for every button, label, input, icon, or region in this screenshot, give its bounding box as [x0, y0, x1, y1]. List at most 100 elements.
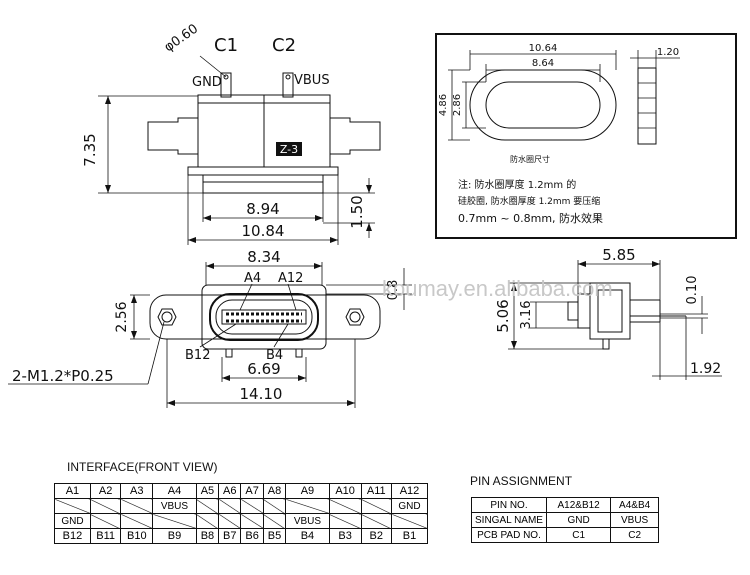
seal-thickness [637, 67, 657, 145]
cell: B11 [89, 528, 122, 544]
dim-2-86: 2.86 [452, 94, 463, 116]
seal-ring-panel: 10.64 8.64 4.86 2.86 1.20 防水圈尺寸 注: 防水圈厚度… [435, 33, 737, 239]
cell: A1 [54, 483, 91, 499]
logo-mark [276, 142, 302, 156]
dim-0-8: 0.8 [386, 280, 401, 301]
cell: SINGAL NAME [471, 512, 547, 528]
dim-1-92: 1.92 [690, 361, 721, 377]
front-view: A4 A12 B12 B4 8.34 0.8 2.56 6.69 [8, 248, 412, 408]
pin-assignment-title: PIN ASSIGNMENT [470, 474, 573, 488]
cell: B3 [328, 528, 362, 544]
seal-outer [469, 69, 617, 141]
cell: B7 [218, 528, 242, 544]
c2-label: C2 [272, 35, 296, 56]
dim-1-20: 1.20 [657, 47, 679, 58]
cell: A12&B12 [545, 497, 612, 513]
receptacle-inner [215, 299, 313, 335]
diameter-label: φ0.60 [162, 21, 201, 55]
seal-note-3: 0.7mm ~ 0.8mm, 防水效果 [458, 211, 603, 225]
gnd-pin [220, 72, 232, 98]
cell: A5 [195, 483, 220, 499]
a4-label: A4 [244, 271, 261, 286]
dim-2-56: 2.56 [114, 301, 130, 332]
dim-5-85: 5.85 [602, 246, 635, 264]
interface-row-mid-top: VBUS GND [54, 498, 428, 514]
cell: A9 [285, 483, 330, 499]
seal-panel-frame [435, 33, 737, 239]
cell: VBUS [152, 498, 197, 514]
c1-label: C1 [214, 35, 238, 56]
cell [120, 513, 154, 529]
dim-14-10: 14.10 [240, 385, 283, 403]
cell: C1 [545, 527, 612, 543]
dim-7-35: 7.35 [81, 133, 99, 166]
b4-label: B4 [266, 348, 283, 363]
cell: B2 [360, 528, 393, 544]
cell [262, 513, 287, 529]
interface-title: INTERFACE(FRONT VIEW) [67, 460, 218, 474]
side-view: 5.85 0.10 5.06 3.16 1.92 [494, 246, 722, 380]
cell [89, 513, 122, 529]
pin-assignment-table: PIN NO. A12&B12 A4&B4 SINGAL NAME GND VB… [471, 497, 659, 543]
cell: B4 [285, 528, 330, 544]
receptacle-outer [209, 293, 319, 341]
cell: PCB PAD NO. [471, 527, 547, 543]
cell [218, 498, 242, 514]
cell [360, 498, 393, 514]
cell: B1 [391, 528, 428, 544]
cell [240, 513, 264, 529]
vbus-label: VBUS [294, 73, 330, 88]
cell: B5 [262, 528, 287, 544]
right-screw-icon [345, 308, 365, 326]
cell: A2 [89, 483, 122, 499]
cell [240, 498, 264, 514]
cell [360, 513, 393, 529]
cell: GND [545, 512, 612, 528]
cell [54, 498, 91, 514]
a12-label: A12 [278, 271, 303, 286]
front-body [201, 284, 327, 350]
b12-label: B12 [185, 348, 210, 363]
cell [152, 513, 197, 529]
cell: A4 [152, 483, 197, 499]
logo-text: Z-3 [280, 143, 298, 156]
cell: B12 [54, 528, 91, 544]
cell: B9 [152, 528, 197, 544]
dim-8-94: 8.94 [246, 200, 279, 218]
interface-row-b: B12 B11 B10 B9 B8 B7 B6 B5 B4 B3 B2 B1 [54, 528, 428, 544]
left-ear [147, 117, 199, 155]
cell [328, 498, 362, 514]
cell [195, 498, 220, 514]
cell: PIN NO. [471, 497, 547, 513]
interface-row-a: A1 A2 A3 A4 A5 A6 A7 A8 A9 A10 A11 A12 [54, 483, 428, 499]
dim-5-06: 5.06 [494, 299, 512, 332]
cell: GND [54, 513, 91, 529]
interface-table: A1 A2 A3 A4 A5 A6 A7 A8 A9 A10 A11 A12 V… [54, 483, 428, 544]
right-ear [329, 117, 381, 155]
seal-note-1: 注: 防水圈厚度 1.2mm 的 [458, 178, 576, 191]
cell [120, 498, 154, 514]
cell: A11 [360, 483, 393, 499]
cell: B10 [120, 528, 154, 544]
top-view: Z-3 φ0.60 C1 C2 GND VBUS 7.35 8.94 10.84 [81, 21, 381, 245]
dim-8-34: 8.34 [247, 248, 280, 266]
cell: A12 [391, 483, 428, 499]
dim-10-84: 10.84 [242, 222, 285, 240]
cell: A6 [218, 483, 242, 499]
cell: C2 [610, 527, 659, 543]
dim-3-16: 3.16 [519, 301, 534, 330]
cell: A7 [240, 483, 264, 499]
seal-note-2: 硅胶圈, 防水圈厚度 1.2mm 要压缩 [458, 195, 600, 207]
cell: A10 [328, 483, 362, 499]
pin-signal-row: SINGAL NAME GND VBUS [471, 512, 659, 528]
dim-1-50: 1.50 [348, 195, 366, 228]
dim-4-86: 4.86 [438, 94, 449, 116]
pin-pad-row: PCB PAD NO. C1 C2 [471, 527, 659, 543]
cell [89, 498, 122, 514]
cell [218, 513, 242, 529]
cell: A4&B4 [610, 497, 659, 513]
cell [262, 498, 287, 514]
cell: A8 [262, 483, 287, 499]
cell: VBUS [285, 513, 330, 529]
